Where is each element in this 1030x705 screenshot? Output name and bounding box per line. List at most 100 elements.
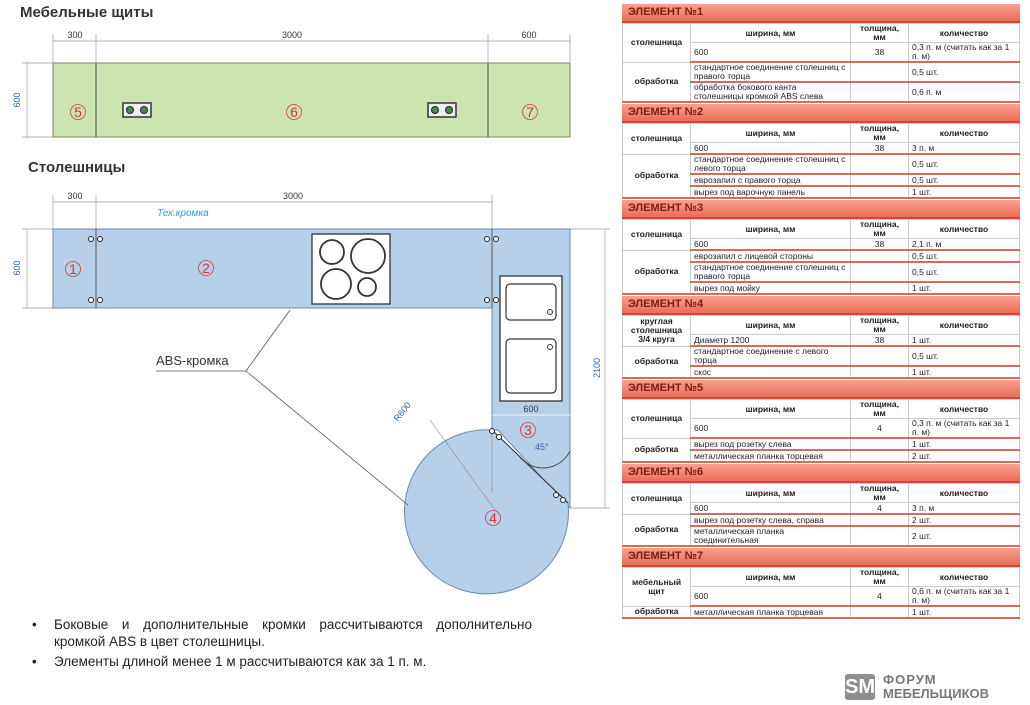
col-header-width: ширина, мм <box>690 483 851 503</box>
width-value: 600 <box>690 418 851 439</box>
width-value: 600 <box>690 238 851 251</box>
bullet-item: •Боковые и дополнительные кромки рассчит… <box>32 617 532 649</box>
counter-dim-3000: 3000 <box>283 191 303 201</box>
width-value: 600 <box>690 502 851 515</box>
element-title: ЭЛЕМЕНТ №5 <box>622 380 1020 399</box>
width-value: 600 <box>690 586 851 607</box>
main-label: мебельный щит <box>622 567 691 607</box>
processing-qty: 0,5 шт. <box>908 249 1020 263</box>
qty-value: 1 шт. <box>908 334 1020 347</box>
processing-qty: 1 шт. <box>908 437 1020 451</box>
width-value: 600 <box>690 42 851 63</box>
countertops-drawing: 300 3000 Тех.кромка 600 2100 600 R600 45… <box>12 191 610 595</box>
counter-dim-300: 300 <box>67 191 82 201</box>
thickness-value: 4 <box>850 586 909 607</box>
col-header-qty: количество <box>908 567 1020 587</box>
qty-value: 3 п. м <box>908 502 1020 515</box>
panel-number-6: 6 <box>290 104 298 120</box>
processing-name: металлическая планка торцевая <box>690 605 851 619</box>
panels-heading: Мебельные щиты <box>20 4 154 21</box>
col-header-thickness: толщина, мм <box>850 315 909 335</box>
processing-qty: 1 шт. <box>908 185 1020 199</box>
processing-name: вырез под мойку <box>690 281 851 295</box>
col-header-qty: количество <box>908 399 1020 419</box>
processing-name: еврозапил с правого торца <box>690 173 851 187</box>
processing-name: обработка бокового канта столешницы кром… <box>690 81 851 103</box>
panel-dim-600: 600 <box>521 30 536 40</box>
processing-qty: 0,5 шт. <box>908 61 1020 83</box>
element-title: ЭЛЕМЕНТ №3 <box>622 200 1020 219</box>
processing-name: вырез под варочную панель <box>690 185 851 199</box>
processing-qty: 2 шт. <box>908 525 1020 547</box>
col-header-width: ширина, мм <box>690 219 851 239</box>
thickness-value: 4 <box>850 502 909 515</box>
panel-dim-depth: 600 <box>12 92 22 107</box>
processing-name: стандартное соединение столешниц с право… <box>690 261 851 283</box>
processing-qty: 1 шт. <box>908 365 1020 379</box>
logo-line1: ФОРУМ <box>883 672 937 687</box>
hob-icon <box>311 233 391 305</box>
panel-number-5: 5 <box>74 104 82 120</box>
counter-dim-side: 2100 <box>592 358 602 378</box>
drawing: 300 3000 600 600 5 6 7 300 3000 Тех.кром… <box>12 30 610 595</box>
thickness-value: 38 <box>850 42 909 63</box>
processing-qty: 1 шт. <box>908 281 1020 295</box>
counter-dim-600-inner: 600 <box>523 404 538 414</box>
counter-number-4: 4 <box>489 510 497 526</box>
panel-number-7: 7 <box>526 104 534 120</box>
col-header-thickness: толщина, мм <box>850 219 909 239</box>
qty-value: 3 п. м <box>908 142 1020 155</box>
bullet-item: •Элементы длиной менее 1 м рассчитываютс… <box>32 654 427 669</box>
panel-dim-3000: 3000 <box>282 30 302 40</box>
counter-number-1: 1 <box>69 261 77 277</box>
qty-value: 0,3 п. м (считать как за 1 п. м) <box>908 42 1020 63</box>
processing-name: стандартное соединение столешниц с право… <box>690 61 851 83</box>
countertop-l-shape <box>52 228 571 510</box>
processing-qty: 0,5 шт. <box>908 173 1020 187</box>
processing-name: стандартное соединение столешниц с левог… <box>690 153 851 175</box>
main-label: круглая столешница 3/4 круга <box>622 315 691 347</box>
radius-label: R600 <box>392 400 413 423</box>
main-label: столешница <box>622 399 691 439</box>
processing-name: металлическая планка торцевая <box>690 449 851 463</box>
processing-label: обработка <box>622 605 691 619</box>
processing-name: скос <box>690 365 851 379</box>
logo-line2: МЕБЕЛЬЩИКОВ <box>883 686 990 701</box>
sink-icon <box>499 275 563 402</box>
processing-label: обработка <box>622 249 691 295</box>
processing-label: обработка <box>622 513 691 547</box>
col-header-qty: количество <box>908 123 1020 143</box>
col-header-thickness: толщина, мм <box>850 123 909 143</box>
element-title: ЭЛЕМЕНТ №2 <box>622 104 1020 123</box>
qty-value: 0,3 п. м (считать как за 1 п. м) <box>908 418 1020 439</box>
processing-label: обработка <box>622 437 691 463</box>
processing-name: вырез под розетку слева, справа <box>690 513 851 527</box>
main-label: столешница <box>622 123 691 155</box>
main-label: столешница <box>622 219 691 251</box>
element-title: ЭЛЕМЕНТ №7 <box>622 548 1020 567</box>
processing-qty: 0,5 шт. <box>908 153 1020 175</box>
panels-drawing: 300 3000 600 600 5 6 7 <box>12 30 571 138</box>
col-header-thickness: толщина, мм <box>850 23 909 43</box>
processing-name: еврозапил с лицевой стороны <box>690 249 851 263</box>
col-header-qty: количество <box>908 23 1020 43</box>
thickness-value: 38 <box>850 142 909 155</box>
counter-number-3: 3 <box>524 422 532 438</box>
main-label: столешница <box>622 23 691 63</box>
countertop-round <box>403 429 569 595</box>
qty-value: 0,6 п. м (считать как за 1 п. м) <box>908 586 1020 607</box>
angle-label: 45° <box>535 442 549 452</box>
processing-qty: 2 шт. <box>908 449 1020 463</box>
processing-name: металлическая планка соединительная <box>690 525 851 547</box>
qty-value: 2,1 п. м <box>908 238 1020 251</box>
col-header-qty: количество <box>908 219 1020 239</box>
tech-edge-label: Тех.кромка <box>157 208 209 219</box>
width-value: 600 <box>690 142 851 155</box>
col-header-qty: количество <box>908 483 1020 503</box>
counter-dim-depth: 600 <box>12 260 22 275</box>
processing-label: обработка <box>622 345 691 379</box>
